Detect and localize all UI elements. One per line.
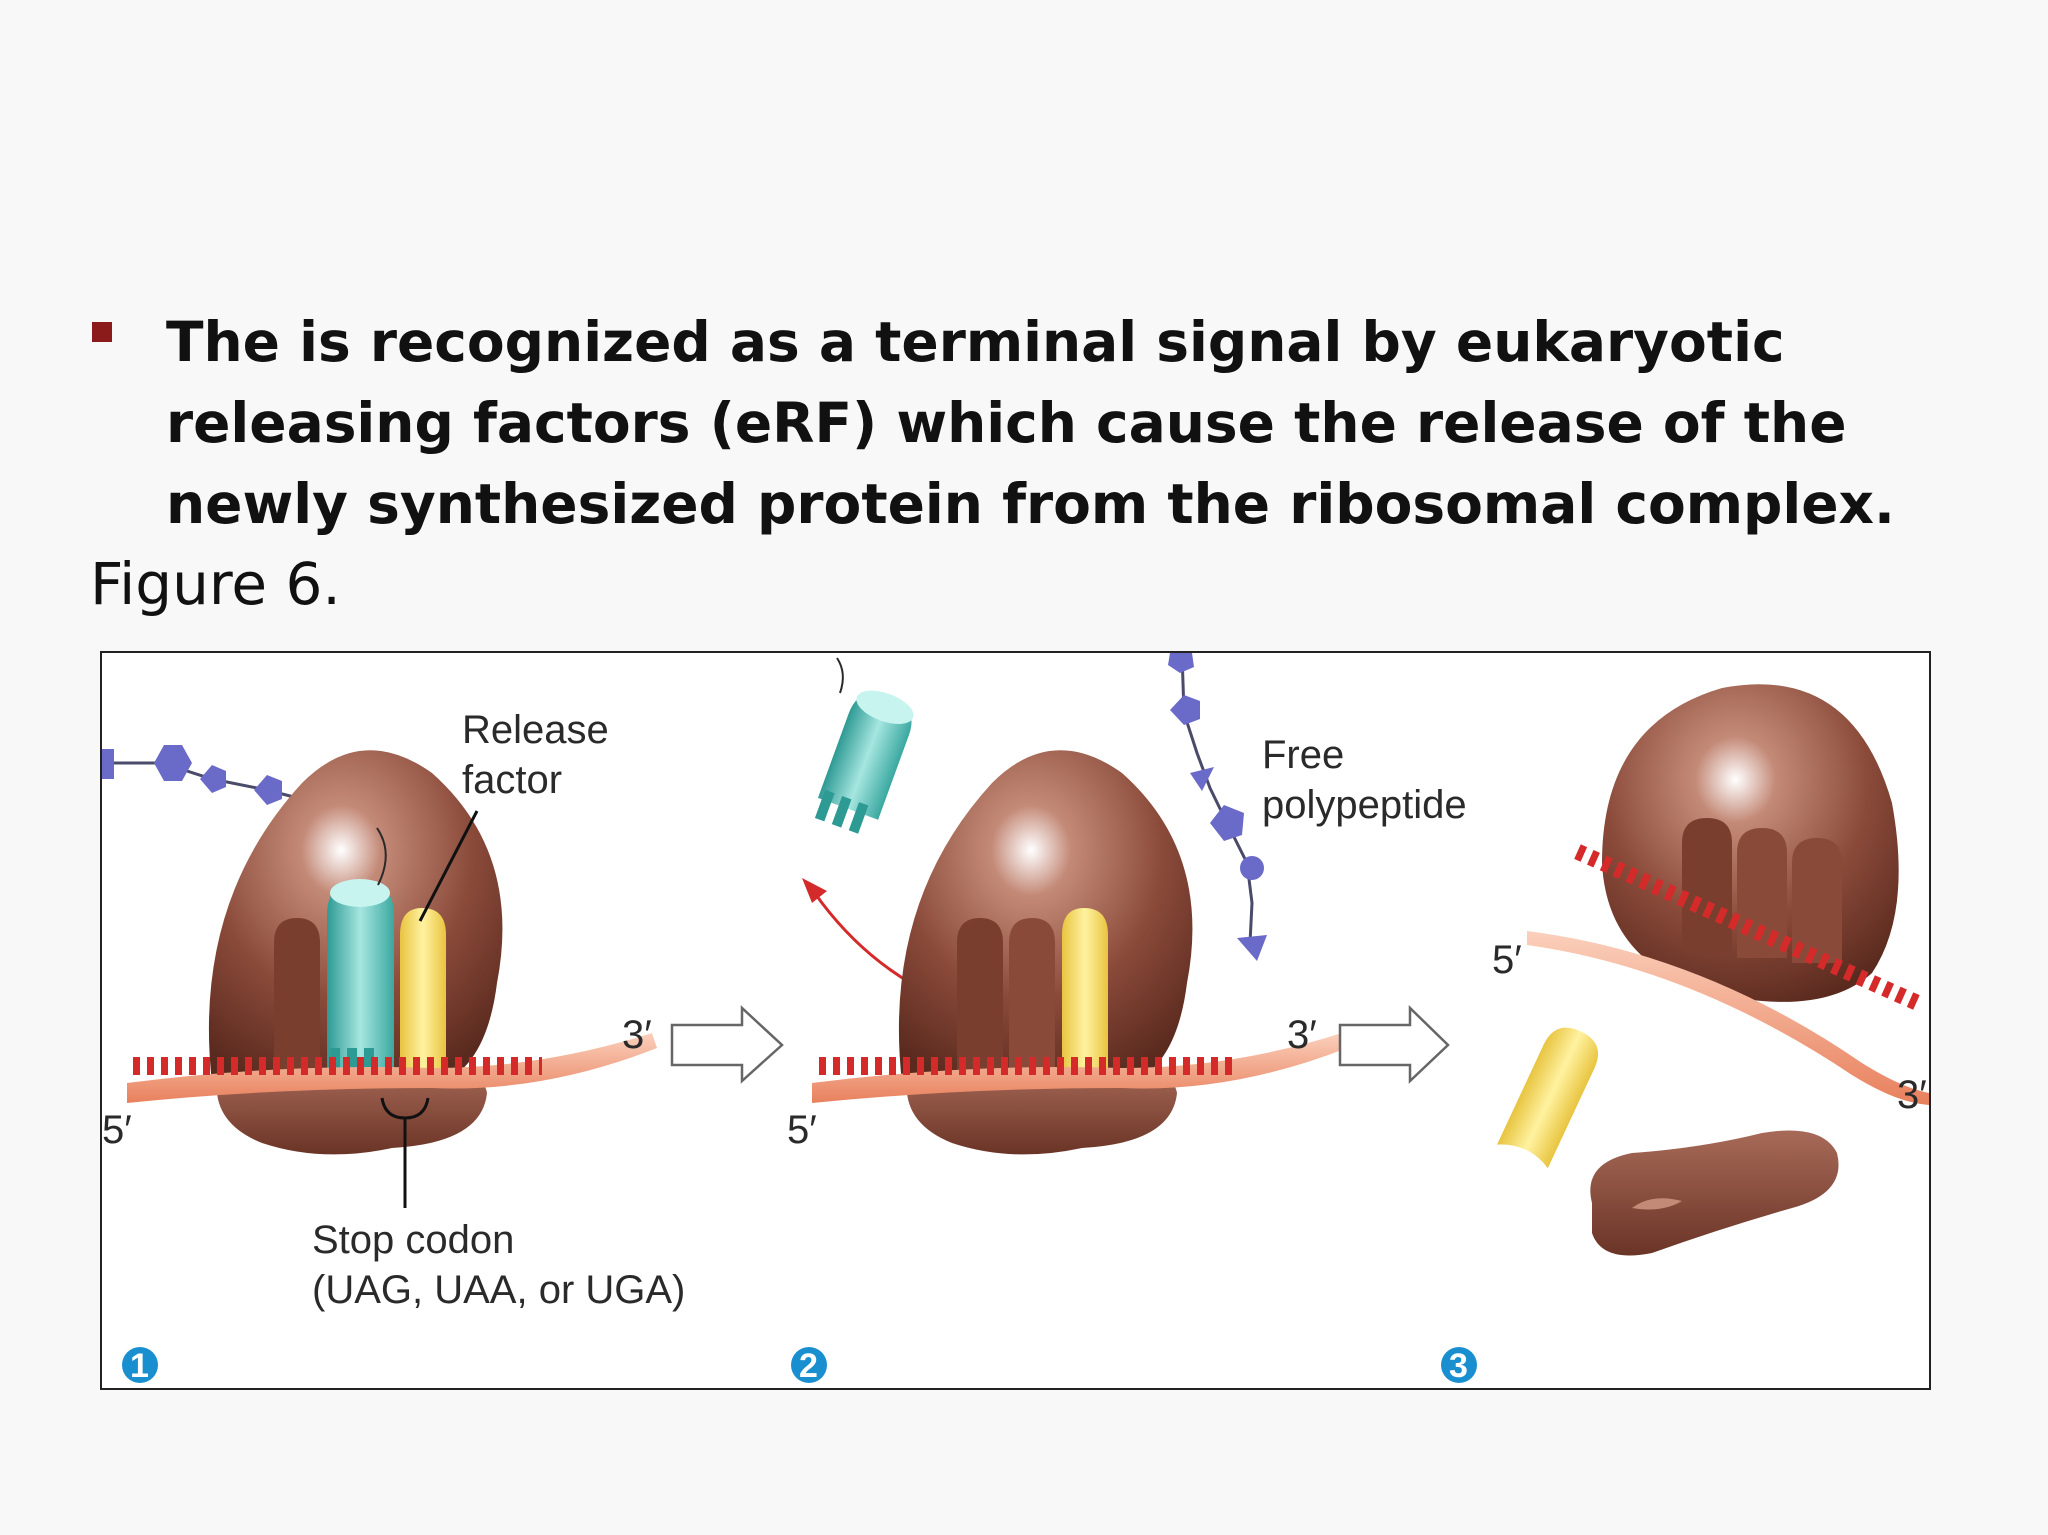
- step-3-panel: 5′ 3′ 3: [1441, 684, 1929, 1385]
- free-polypeptide-label: polypeptide: [1262, 783, 1467, 827]
- release-factor: [400, 908, 446, 1071]
- amino-acid-icon: [154, 745, 192, 781]
- three-prime-label: 3′: [622, 1013, 652, 1057]
- bullet-text: The is recognized as a terminal signal b…: [166, 310, 1895, 536]
- free-polypeptide-label: Free: [1262, 733, 1344, 777]
- small-ribosomal-subunit: [1590, 1130, 1839, 1256]
- bullet-square-icon: [92, 322, 112, 342]
- release-factor: [1497, 1027, 1598, 1169]
- release-factor-pointer: [418, 810, 479, 922]
- codon-ticks: [132, 1057, 542, 1075]
- step-badge: [122, 1347, 158, 1383]
- three-prime-label: 3′: [1897, 1073, 1927, 1117]
- step-number: 2: [799, 1347, 818, 1385]
- amino-acid-icon: [102, 749, 114, 779]
- release-factor: [1062, 908, 1108, 1071]
- step-1-panel: Release factor Stop codon (UAG, UAA, or …: [102, 708, 685, 1385]
- five-prime-label: 5′: [787, 1108, 817, 1152]
- arrow-right-icon: [1338, 1005, 1450, 1084]
- stop-codon-label: (UAG, UAA, or UGA): [312, 1268, 685, 1312]
- five-prime-label: 5′: [1492, 938, 1522, 982]
- stop-codon-label: Stop codon: [312, 1218, 514, 1262]
- release-factor-label: factor: [462, 758, 562, 802]
- amino-acid-icon: [254, 775, 282, 805]
- step-number: 1: [130, 1347, 149, 1385]
- five-prime-label: 5′: [102, 1108, 132, 1152]
- three-prime-label: 3′: [1287, 1013, 1317, 1057]
- figure-label: Figure 6.: [90, 550, 341, 618]
- step-badge: [791, 1347, 827, 1383]
- amino-acid-icon: [200, 765, 226, 793]
- figure-diagram: Release factor Stop codon (UAG, UAA, or …: [100, 651, 1931, 1390]
- trna: [327, 881, 394, 1071]
- step-badge: [1441, 1347, 1477, 1383]
- mrna-strand: [1527, 931, 1929, 1105]
- release-factor-label: Release: [462, 708, 609, 752]
- step-number: 3: [1449, 1347, 1468, 1385]
- bullet-item: The is recognized as a terminal signal b…: [92, 302, 1992, 545]
- released-trna: [814, 690, 914, 834]
- arrow-right-icon: [670, 1005, 784, 1084]
- step-2-panel: Free polypeptide 5′ 3′ 2: [787, 653, 1467, 1385]
